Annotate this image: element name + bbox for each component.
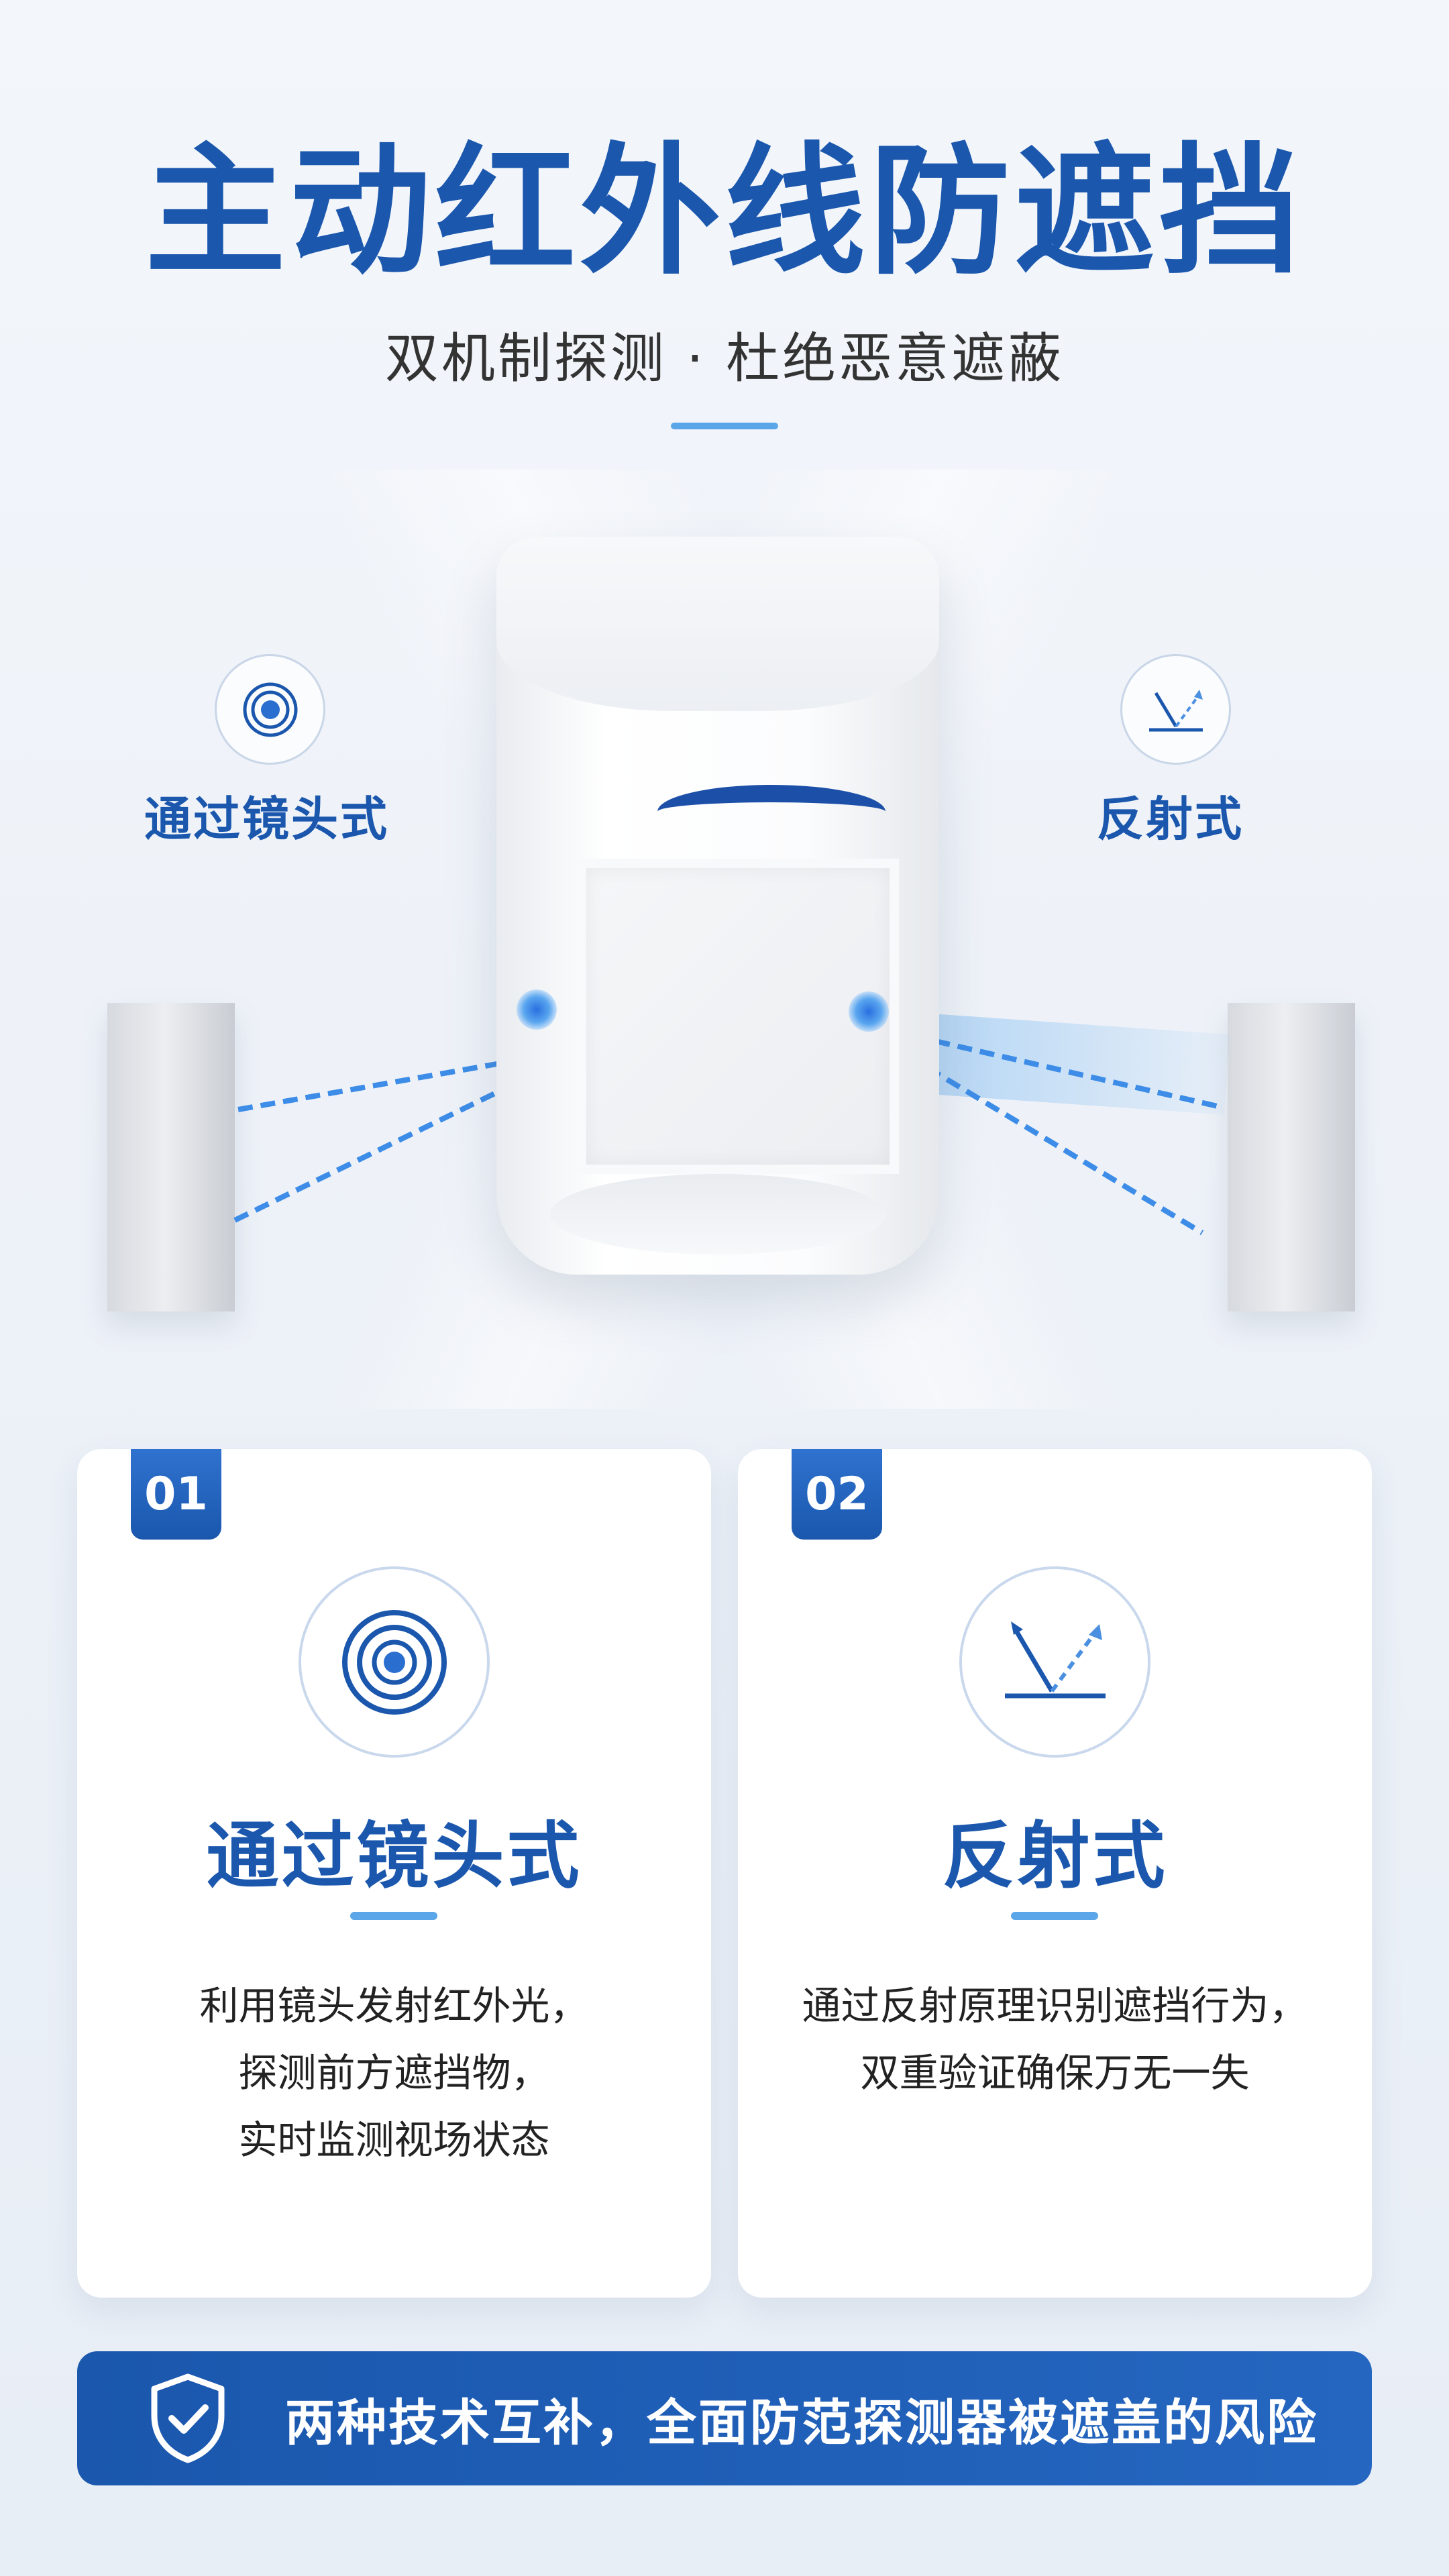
card-title: 反射式 xyxy=(942,1815,1168,1898)
reflection-icon xyxy=(959,1566,1150,1758)
device-top-cap xyxy=(496,537,939,711)
right-obstacle-block xyxy=(1228,1003,1355,1311)
card-description-line: 双重验证确保万无一失 xyxy=(860,2050,1250,2096)
lens-target-icon xyxy=(299,1566,490,1758)
device-bottom-base xyxy=(550,1174,885,1254)
feature-card-lens: 01 通过镜头式 利用镜头发射红外光， 探测前方遮挡物， 实时监测视场状态 xyxy=(77,1449,711,2298)
title-underline xyxy=(671,423,778,429)
device-led-indicator xyxy=(657,785,885,839)
page-subtitle: 双机制探测 · 杜绝恶意遮蔽 xyxy=(384,327,1065,390)
card-description-line: 实时监测视场状态 xyxy=(238,2117,550,2163)
reflection-icon xyxy=(1120,654,1231,765)
page-title: 主动红外线防遮挡 xyxy=(144,129,1304,294)
card-description: 通过反射原理识别遮挡行为， 双重验证确保万无一失 xyxy=(738,1972,1372,2106)
hero-right-label: 反射式 xyxy=(1097,792,1244,847)
lens-target-icon xyxy=(215,654,325,765)
card-title-underline xyxy=(350,1912,437,1920)
card-description-line: 探测前方遮挡物， xyxy=(238,2050,550,2096)
card-description: 利用镜头发射红外光， 探测前方遮挡物， 实时监测视场状态 xyxy=(77,1972,711,2174)
left-obstacle-block xyxy=(107,1003,235,1311)
card-description-line: 利用镜头发射红外光， xyxy=(199,1983,589,2029)
right-emitter xyxy=(849,991,889,1032)
card-number-badge: 01 xyxy=(131,1449,221,1540)
bottom-banner: 两种技术互补，全面防范探测器被遮盖的风险 xyxy=(77,2351,1372,2485)
banner-text: 两种技术互补，全面防范探测器被遮盖的风险 xyxy=(285,2394,1318,2452)
feature-card-reflection: 02 反射式 通过反射原理识别遮挡行为， 双重验证确保万无一失 xyxy=(738,1449,1372,2298)
pir-detector-device xyxy=(496,537,939,1275)
left-emitter xyxy=(517,989,557,1030)
card-description-line: 通过反射原理识别遮挡行为， xyxy=(802,1983,1308,2029)
hero-left-label: 通过镜头式 xyxy=(144,792,389,847)
shield-check-icon xyxy=(148,2371,228,2465)
device-lens-window xyxy=(577,859,899,1174)
card-title: 通过镜头式 xyxy=(206,1815,582,1898)
card-title-underline xyxy=(1011,1912,1098,1920)
card-number-badge: 02 xyxy=(792,1449,882,1540)
